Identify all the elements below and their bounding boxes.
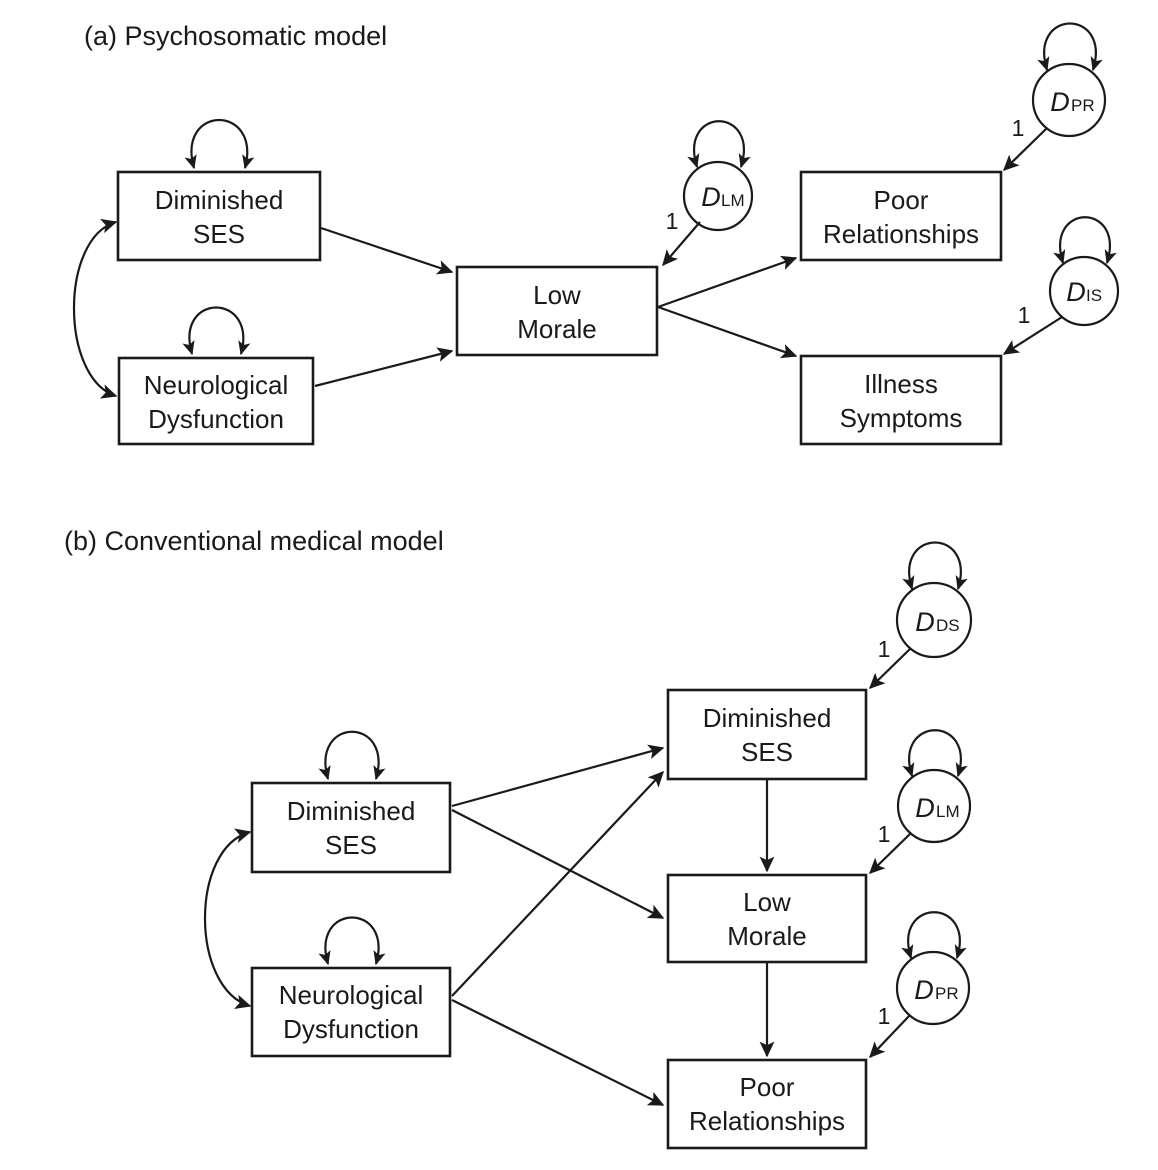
- path-b-dlm-to-lowmorale: [869, 832, 912, 874]
- box-b-poor-rel-line2: Relationships: [689, 1106, 845, 1136]
- path-b-dimses-left-to-dimses-right: [451, 744, 665, 808]
- box-b-poor-rel: Poor Relationships: [666, 1058, 868, 1150]
- disturbance-b-d-ds: D DS 1: [869, 541, 973, 689]
- path-b-neuro-to-poorrel: [451, 999, 665, 1106]
- box-a-dim-ses: Diminished SES: [116, 170, 322, 262]
- disturbance-b-d-ds-subscript: DS: [936, 616, 960, 635]
- box-a-low-morale: Low Morale: [455, 265, 659, 357]
- coefficient-b-d-lm: 1: [878, 821, 891, 847]
- box-b-dim-ses-right-line2: SES: [741, 737, 793, 767]
- box-a-poor-rel-line2: Relationships: [823, 219, 979, 249]
- path-a-lowmorale-to-illness: [657, 305, 798, 359]
- disturbance-a-d-is-symbol: D: [1066, 277, 1086, 307]
- box-a-neuro: Neurological Dysfunction: [117, 356, 315, 446]
- self-loop-a-dim-ses: [184, 119, 255, 170]
- disturbance-a-d-is-subscript: IS: [1086, 286, 1102, 305]
- disturbance-b-d-pr-symbol: D: [914, 975, 934, 1005]
- box-b-dim-ses-right: Diminished SES: [666, 688, 868, 781]
- self-loop-a-neuro: [182, 306, 251, 356]
- covariance-b-dimses-neuro: [204, 828, 252, 1009]
- box-a-illness: Illness Symptoms: [799, 354, 1003, 446]
- panel-a-title: (a) Psychosomatic model: [84, 21, 387, 51]
- path-a-dpr-to-poorrel: [1003, 127, 1048, 171]
- path-b-dpr-to-poorrel: [869, 1014, 911, 1058]
- path-b-neuro-to-dimses-right: [451, 770, 664, 997]
- box-b-neuro-line2: Dysfunction: [283, 1014, 419, 1044]
- self-loop-b-d-pr: [901, 911, 967, 960]
- self-loop-b-d-ds: [902, 541, 968, 591]
- self-loop-a-d-pr: [1037, 22, 1103, 72]
- covariance-a-dimses-neuro: [73, 218, 118, 399]
- box-b-neuro: Neurological Dysfunction: [250, 966, 452, 1058]
- path-a-dis-to-illness: [1002, 316, 1063, 355]
- coefficient-b-d-ds: 1: [878, 636, 891, 662]
- coefficient-a-d-pr: 1: [1012, 115, 1025, 141]
- disturbance-b-d-lm-symbol: D: [915, 793, 935, 823]
- panel-b-title: (b) Conventional medical model: [64, 526, 444, 556]
- disturbance-a-d-lm-symbol: D: [701, 182, 721, 212]
- box-b-poor-rel-line1: Poor: [740, 1072, 795, 1102]
- box-b-low-morale-line1: Low: [743, 887, 791, 917]
- box-b-dim-ses-left: Diminished SES: [250, 781, 452, 874]
- box-a-dim-ses-line2: SES: [193, 219, 245, 249]
- disturbance-a-d-pr: D PR 1: [1003, 22, 1107, 171]
- path-a-dlm-to-lowmorale: [662, 221, 701, 267]
- disturbance-b-d-lm: D LM 1: [869, 729, 972, 874]
- box-a-neuro-line2: Dysfunction: [148, 404, 284, 434]
- path-b-dimses-left-to-lowmorale: [451, 809, 665, 919]
- disturbance-a-d-pr-subscript: PR: [1071, 96, 1095, 115]
- self-loop-b-dim-ses-left: [318, 730, 386, 781]
- box-a-poor-rel: Poor Relationships: [799, 170, 1003, 262]
- box-a-neuro-line1: Neurological: [144, 370, 289, 400]
- self-loop-b-neuro: [318, 916, 386, 966]
- disturbance-a-d-is: D IS 1: [1002, 216, 1120, 355]
- box-b-low-morale-line2: Morale: [727, 921, 806, 951]
- box-a-illness-line1: Illness: [864, 369, 938, 399]
- path-a-dimses-to-lowmorale: [320, 226, 454, 275]
- coefficient-b-d-pr: 1: [878, 1003, 891, 1029]
- box-a-dim-ses-line1: Diminished: [155, 185, 284, 215]
- disturbance-a-d-lm-subscript: LM: [721, 191, 745, 210]
- self-loop-b-d-lm: [902, 729, 968, 778]
- box-b-dim-ses-right-line1: Diminished: [703, 703, 832, 733]
- path-a-neuro-to-lowmorale: [314, 347, 454, 388]
- disturbance-a-d-lm: D LM 1: [662, 120, 754, 267]
- box-a-illness-line2: Symptoms: [840, 403, 963, 433]
- box-b-dim-ses-left-line1: Diminished: [287, 796, 416, 826]
- box-a-low-morale-line1: Low: [533, 280, 581, 310]
- disturbance-b-d-ds-symbol: D: [915, 607, 935, 637]
- disturbance-b-d-lm-subscript: LM: [936, 802, 960, 821]
- self-loop-a-d-is: [1053, 216, 1117, 265]
- path-b-dds-to-dimses: [869, 647, 912, 689]
- box-a-poor-rel-line1: Poor: [874, 185, 929, 215]
- box-b-dim-ses-left-line2: SES: [325, 830, 377, 860]
- panel-b: (b) Conventional medical model Diminishe…: [64, 526, 973, 1150]
- coefficient-a-d-is: 1: [1018, 302, 1031, 328]
- box-a-low-morale-line2: Morale: [517, 314, 596, 344]
- panel-a: (a) Psychosomatic model Diminished SES N…: [73, 21, 1120, 446]
- path-a-lowmorale-to-poorrel: [657, 255, 798, 309]
- coefficient-a-d-lm: 1: [666, 208, 679, 234]
- disturbance-b-d-pr: D PR 1: [869, 911, 971, 1058]
- box-b-low-morale: Low Morale: [666, 873, 868, 964]
- self-loop-a-d-lm: [687, 120, 751, 169]
- disturbance-b-d-pr-subscript: PR: [935, 984, 959, 1003]
- disturbance-a-d-pr-symbol: D: [1050, 87, 1070, 117]
- box-b-neuro-line1: Neurological: [279, 980, 424, 1010]
